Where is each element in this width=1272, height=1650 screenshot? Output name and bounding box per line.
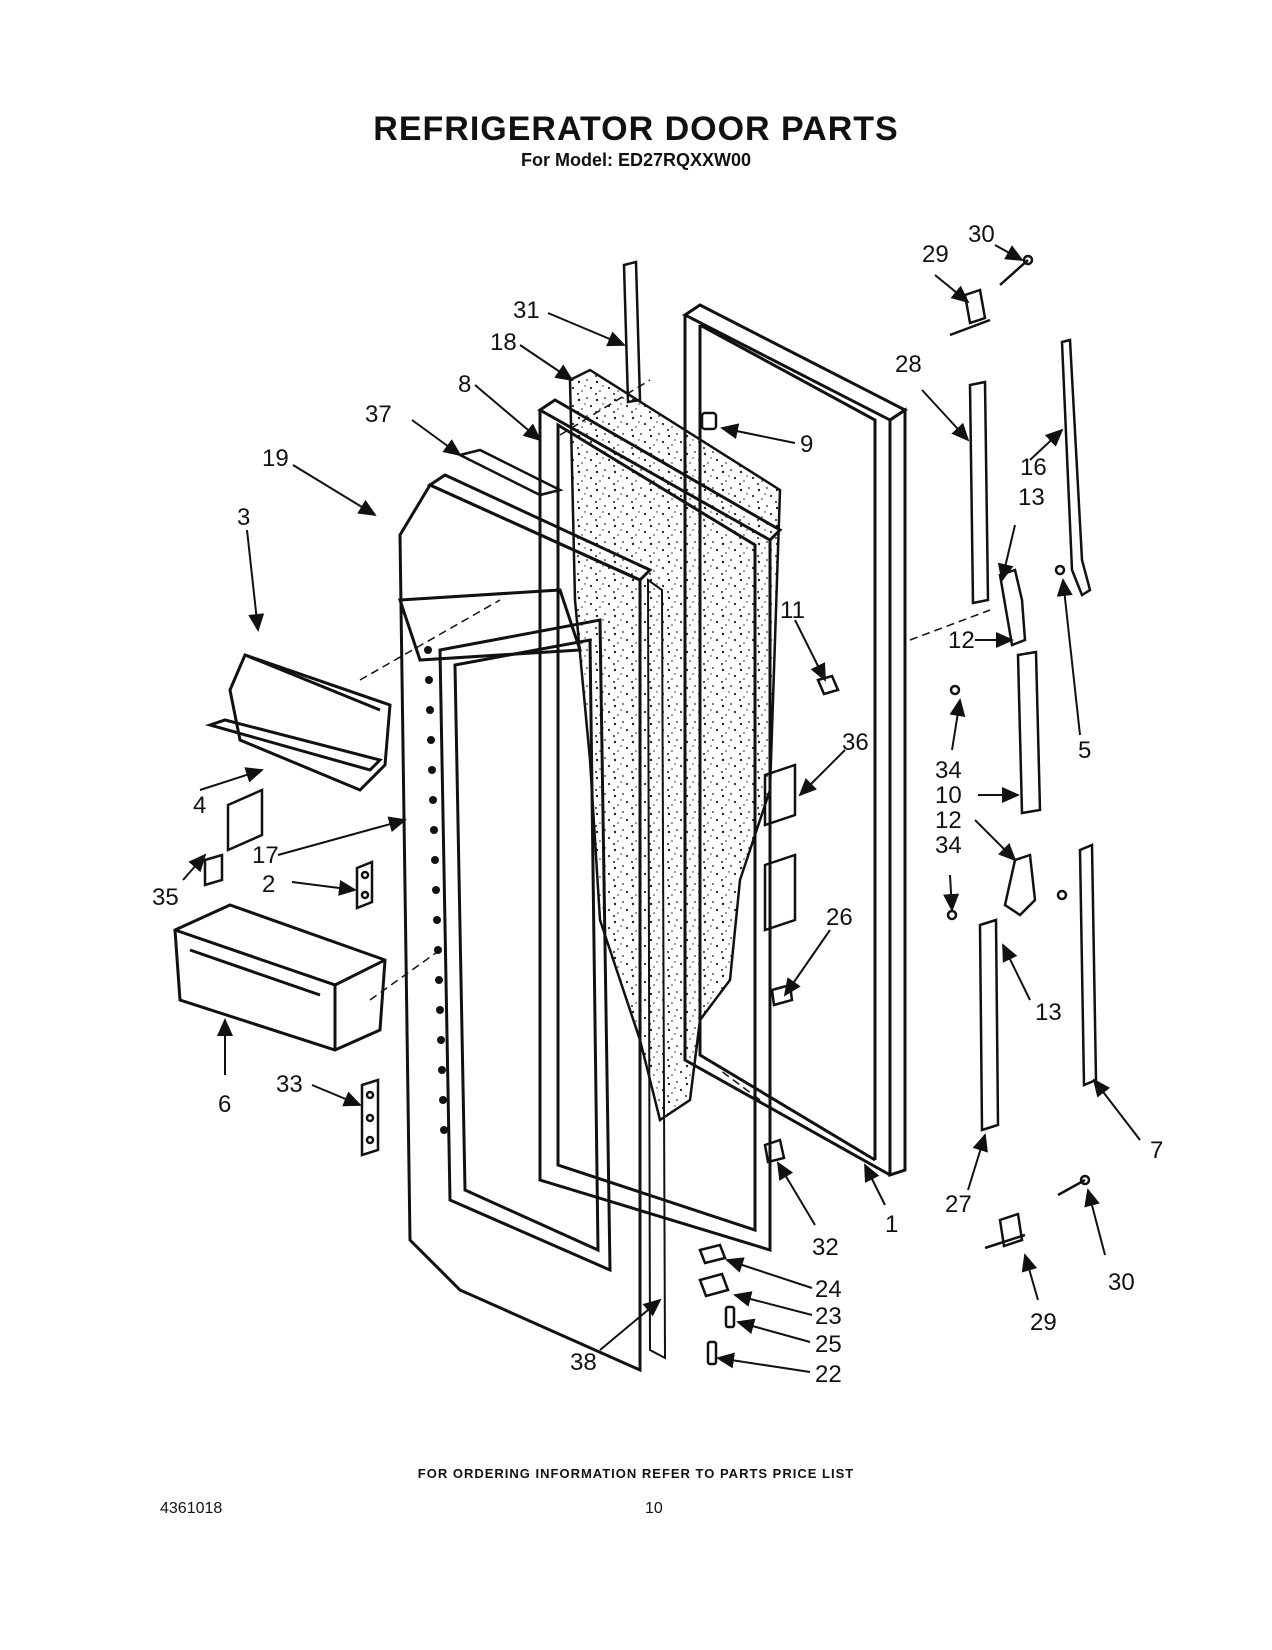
shelf-bracket <box>203 788 264 887</box>
assembly-lines <box>359 379 991 1101</box>
callout-30-bottom: 30 <box>1108 1269 1135 1296</box>
callout-6: 6 <box>218 1091 231 1118</box>
trim-strip-31 <box>622 260 642 404</box>
page-title: REFRIGERATOR DOOR PARTS <box>373 110 899 148</box>
callout-38: 38 <box>570 1349 597 1376</box>
callout-37: 37 <box>365 401 392 428</box>
callout-3: 3 <box>237 504 250 531</box>
callout-34-bottom: 34 <box>935 832 962 859</box>
callout-10: 10 <box>935 782 962 809</box>
callout-36: 36 <box>842 729 869 756</box>
callout-23: 23 <box>815 1303 842 1330</box>
small-parts <box>700 411 840 1164</box>
callout-32: 32 <box>812 1234 839 1261</box>
callout-12-top: 12 <box>948 627 975 654</box>
callout-26: 26 <box>826 904 853 931</box>
callout-34-top: 34 <box>935 757 962 784</box>
callout-33: 33 <box>276 1071 303 1098</box>
bracket-33 <box>360 1078 380 1157</box>
door-liner <box>537 398 783 1253</box>
inner-door-panel <box>397 473 653 1373</box>
callout-28: 28 <box>895 351 922 378</box>
inner-panel-holes <box>424 646 448 1134</box>
bottom-hinge-hardware <box>698 1243 736 1366</box>
callout-35: 35 <box>152 884 179 911</box>
handle-trims <box>968 338 1092 605</box>
callout-1: 1 <box>885 1211 898 1238</box>
callout-22: 22 <box>815 1361 842 1388</box>
callout-17: 17 <box>252 842 279 869</box>
callout-24: 24 <box>815 1276 842 1303</box>
bottom-hinge <box>984 1174 1091 1250</box>
lower-handle-trims <box>978 843 1098 1132</box>
callout-13-bottom: 13 <box>1035 999 1062 1026</box>
callout-29-bottom: 29 <box>1030 1309 1057 1336</box>
callout-2: 2 <box>262 871 275 898</box>
callout-labels: 31 18 8 37 19 3 4 35 17 2 6 33 38 9 11 3… <box>152 221 1163 1388</box>
callout-12-bottom: 12 <box>935 807 962 834</box>
callout-18: 18 <box>490 329 517 356</box>
breaker-strip <box>456 448 564 497</box>
door-gasket <box>646 578 667 1360</box>
callout-5: 5 <box>1078 737 1091 764</box>
document-number: 4361018 <box>160 1500 223 1517</box>
door-bin <box>173 903 387 1052</box>
model-subtitle: For Model: ED27RQXXW00 <box>520 150 752 170</box>
callout-8: 8 <box>458 371 471 398</box>
callout-29-top: 29 <box>922 241 949 268</box>
callout-4: 4 <box>193 792 206 819</box>
callout-9: 9 <box>800 431 813 458</box>
leader-arrows <box>182 244 1141 1373</box>
top-hinge <box>949 254 1034 337</box>
callout-31: 31 <box>513 297 540 324</box>
callout-27: 27 <box>945 1191 972 1218</box>
bracket-2 <box>355 860 374 910</box>
spacer-blocks <box>763 763 797 932</box>
callout-13-top: 13 <box>1018 484 1045 511</box>
page-number: 10 <box>645 1500 663 1517</box>
callout-25: 25 <box>815 1331 842 1358</box>
callout-11: 11 <box>780 597 805 624</box>
callout-16: 16 <box>1020 454 1047 481</box>
handle-hardware <box>946 564 1068 921</box>
ordering-note: FOR ORDERING INFORMATION REFER TO PARTS … <box>417 1466 855 1481</box>
shelf-cover <box>204 653 392 792</box>
callout-7: 7 <box>1150 1137 1163 1164</box>
callout-30-top: 30 <box>968 221 995 248</box>
callout-19: 19 <box>262 445 289 472</box>
